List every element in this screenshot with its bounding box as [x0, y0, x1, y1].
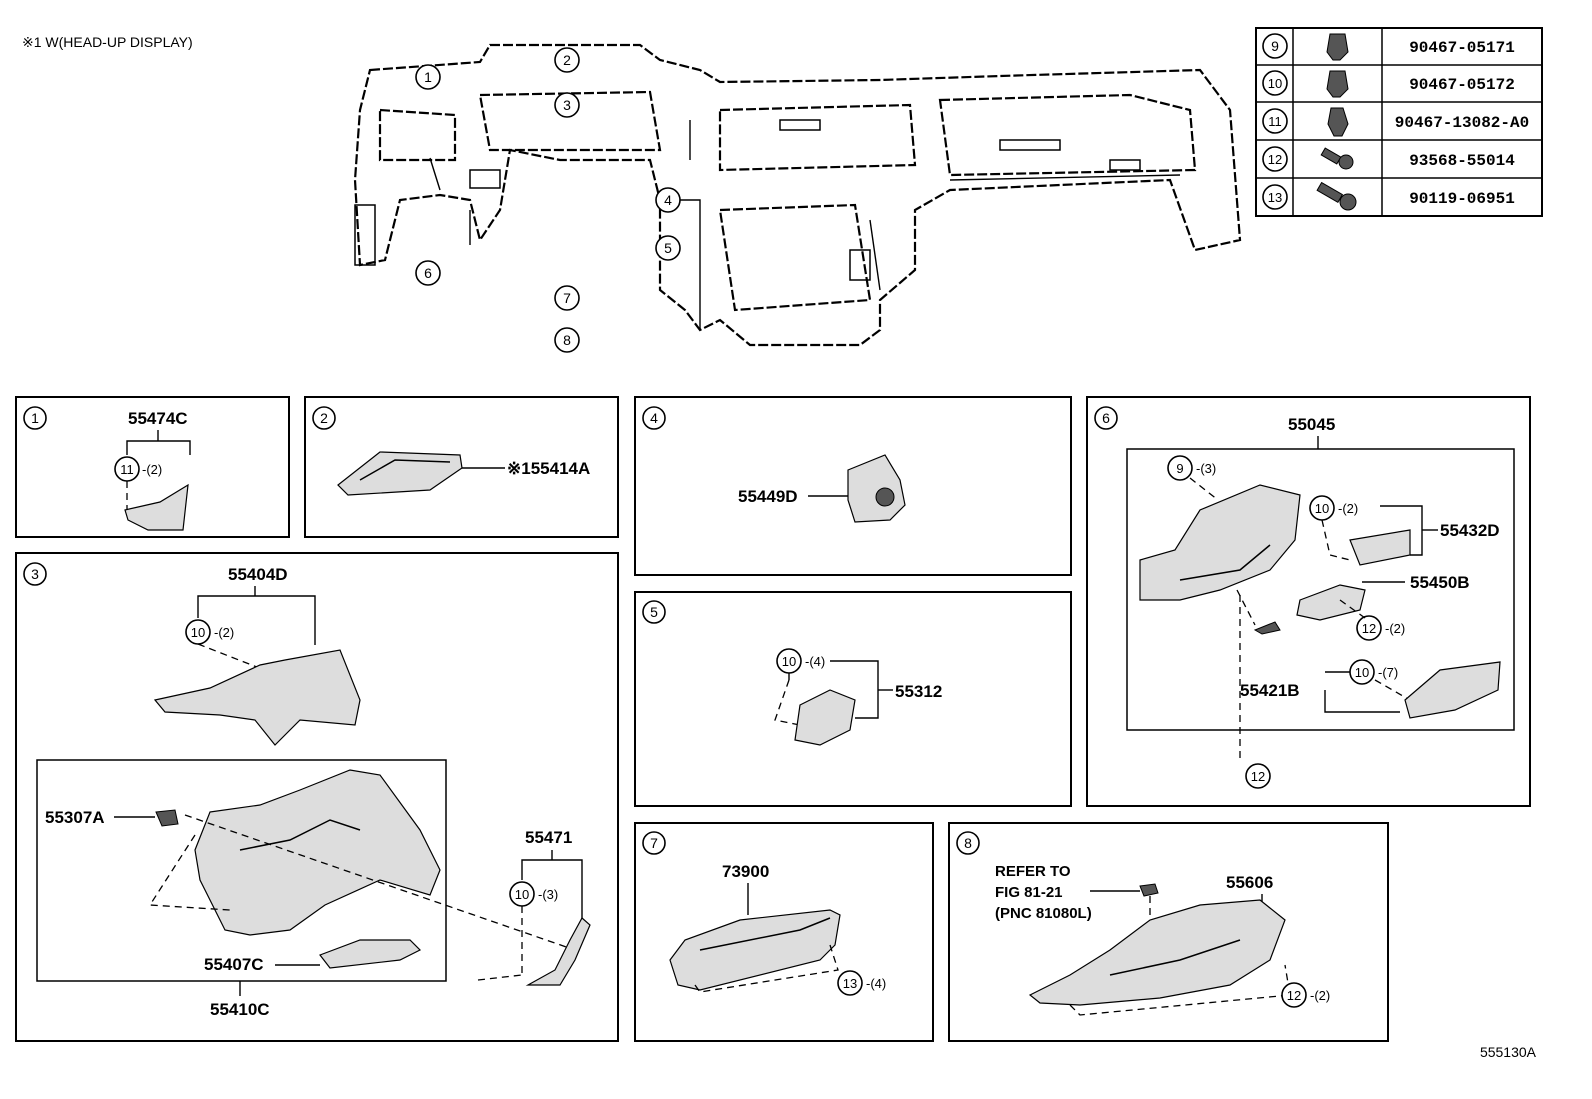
svg-text:10: 10 [782, 654, 796, 669]
refer-note-line2[interactable]: FIG 81-21 [995, 884, 1063, 901]
part-label[interactable]: 55474C [128, 409, 188, 428]
refer-note-line3: (PNC 81080L) [995, 905, 1092, 922]
svg-text:10: 10 [1315, 501, 1329, 516]
table-row: 13 90119-06951 [1262, 181, 1515, 211]
diagram-code: 555130A [1480, 1044, 1537, 1060]
svg-text:10: 10 [191, 625, 205, 640]
callout-2[interactable] [554, 47, 580, 73]
header-note: ※1 W(HEAD-UP DISPLAY) [22, 34, 193, 50]
svg-text:-(7): -(7) [1378, 665, 1398, 680]
part-label[interactable]: 55307A [45, 808, 105, 827]
clip-icon [1326, 33, 1349, 61]
callout-4[interactable] [655, 187, 681, 213]
panel-5: 5 10 -(4) 55312 [634, 591, 1072, 807]
callout-6[interactable] [415, 260, 441, 286]
callout-1[interactable] [415, 64, 441, 90]
svg-text:5: 5 [650, 604, 658, 620]
svg-text:-(3): -(3) [538, 887, 558, 902]
panel-7: 7 73900 13 -(4) [634, 822, 934, 1042]
part-label[interactable]: 55432D [1440, 521, 1500, 540]
part-label[interactable]: 73900 [722, 862, 769, 881]
part-label[interactable]: 55449D [738, 487, 798, 506]
svg-text:-(4): -(4) [866, 976, 886, 991]
refer-note-line1: REFER TO [995, 863, 1071, 880]
dashboard-frame-illustration [353, 43, 1242, 347]
panel-2: 2 ※155414A [304, 396, 619, 538]
svg-text:-(2): -(2) [214, 625, 234, 640]
part-label[interactable]: 55421B [1240, 681, 1300, 700]
svg-text:13: 13 [843, 976, 857, 991]
panel-4: 4 55449D [634, 396, 1072, 576]
panel-8: 8 REFER TO FIG 81-21 (PNC 81080L) 55606 … [948, 822, 1389, 1042]
svg-text:3: 3 [563, 97, 571, 113]
part-label[interactable]: 55407C [204, 955, 264, 974]
svg-text:-(2): -(2) [1385, 621, 1405, 636]
svg-text:10: 10 [1355, 665, 1369, 680]
part-label[interactable]: 55404D [228, 565, 288, 584]
fastener-table: 9 90467-05171 10 90467-05172 11 90467-13… [1255, 27, 1543, 217]
panel-1: 1 55474C 11 -(2) [15, 396, 290, 538]
overview-callouts: 1 2 3 4 5 6 7 8 [415, 47, 681, 353]
part-number: 90467-05171 [1409, 39, 1515, 57]
svg-text:13: 13 [1268, 190, 1282, 205]
svg-text:9: 9 [1176, 461, 1183, 476]
part-label[interactable]: 55450B [1410, 573, 1470, 592]
part-label[interactable]: 55471 [525, 828, 572, 847]
table-row: 11 90467-13082-A0 [1262, 107, 1529, 137]
part-label[interactable]: ※155414A [507, 459, 590, 478]
panel-3: 3 55404D 10 -(2) 55307A 55407C 55410C 55… [15, 552, 619, 1042]
part-label[interactable]: 55606 [1226, 873, 1273, 892]
svg-text:12: 12 [1268, 152, 1282, 167]
svg-text:6: 6 [424, 265, 432, 281]
bolt-icon [1316, 181, 1357, 211]
svg-text:7: 7 [650, 835, 658, 851]
callout-5[interactable] [655, 235, 681, 261]
panel-6: 6 55045 9 -(3) 10 -(2) 55432D 55450B 12 … [1086, 396, 1531, 807]
svg-text:4: 4 [664, 192, 672, 208]
table-row: 9 90467-05171 [1262, 33, 1515, 61]
svg-text:1: 1 [31, 410, 39, 426]
part-number: 90119-06951 [1409, 190, 1515, 208]
svg-text:-(2): -(2) [1310, 988, 1330, 1003]
svg-text:-(4): -(4) [805, 654, 825, 669]
svg-text:2: 2 [320, 410, 328, 426]
svg-text:10: 10 [515, 887, 529, 902]
part-label[interactable]: 55045 [1288, 415, 1335, 434]
clip-icon [1326, 70, 1349, 98]
svg-text:8: 8 [964, 835, 972, 851]
svg-text:10: 10 [1268, 76, 1282, 91]
svg-text:7: 7 [563, 290, 571, 306]
part-label[interactable]: 55312 [895, 682, 942, 701]
svg-text:12: 12 [1362, 621, 1376, 636]
svg-text:3: 3 [31, 566, 39, 582]
part-number: 90467-05172 [1409, 76, 1515, 94]
callout-3[interactable] [554, 92, 580, 118]
part-number: 90467-13082-A0 [1395, 114, 1529, 132]
svg-text:12: 12 [1251, 769, 1265, 784]
table-row: 12 93568-55014 [1262, 146, 1515, 172]
svg-text:8: 8 [563, 332, 571, 348]
svg-text:-(2): -(2) [1338, 501, 1358, 516]
svg-text:1: 1 [424, 69, 432, 85]
callout-7[interactable] [554, 285, 580, 311]
screw-icon [1320, 147, 1354, 170]
part-number: 93568-55014 [1409, 152, 1515, 170]
svg-text:-(3): -(3) [1196, 461, 1216, 476]
svg-text:11: 11 [1268, 114, 1282, 129]
svg-text:-(2): -(2) [142, 462, 162, 477]
svg-text:12: 12 [1287, 988, 1301, 1003]
clip-icon [1327, 107, 1349, 137]
svg-text:4: 4 [650, 410, 658, 426]
part-label[interactable]: 55410C [210, 1000, 270, 1019]
svg-text:2: 2 [563, 52, 571, 68]
callout-8[interactable] [554, 327, 580, 353]
svg-text:9: 9 [1271, 38, 1279, 54]
svg-text:6: 6 [1102, 410, 1110, 426]
svg-text:5: 5 [664, 240, 672, 256]
svg-text:11: 11 [120, 462, 134, 477]
table-row: 10 90467-05172 [1262, 70, 1515, 98]
